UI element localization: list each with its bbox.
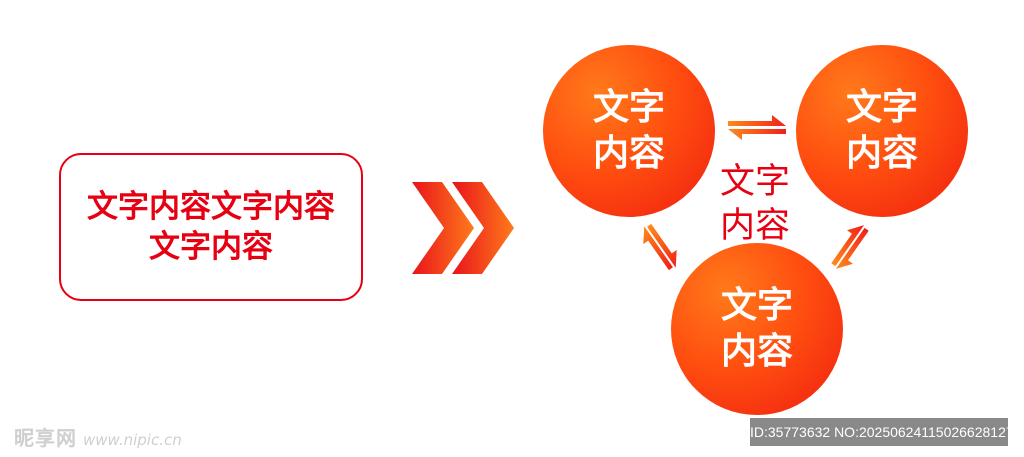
circle-label-line-2: 内容: [720, 331, 793, 372]
circle-label-line-2: 内容: [592, 133, 665, 174]
circle-label-line-1: 文字: [592, 87, 665, 128]
watermark-brand: 昵享网 www.nipic.cn: [14, 422, 182, 451]
watermark-url: www.nipic.cn: [83, 431, 182, 449]
circle-node-bottom: 文字 内容: [671, 243, 843, 415]
source-text-line-2: 文字内容: [149, 229, 273, 265]
circle-node-top-left: 文字 内容: [543, 45, 715, 217]
double-chevron-right-icon: [412, 182, 514, 274]
watermark-brand-name: 昵享网: [14, 426, 77, 450]
circle-node-top-right: 文字 内容: [796, 45, 968, 217]
center-label-line-2: 内容: [719, 206, 790, 246]
center-label-line-1: 文字: [719, 162, 790, 202]
circle-label-line-1: 文字: [720, 285, 793, 326]
source-text-line-1: 文字内容文字内容: [87, 189, 335, 225]
exchange-arrows-top-icon: [728, 115, 786, 140]
exchange-arrows-left-icon: [643, 223, 677, 271]
center-label: 文字 内容: [712, 160, 798, 248]
circle-label-line-2: 内容: [845, 133, 918, 174]
exchange-arrows-right-icon: [831, 225, 869, 269]
circle-label-line-1: 文字: [845, 87, 918, 128]
source-text-box: 文字内容文字内容 文字内容: [59, 153, 363, 301]
watermark-id-bar: ID:35773632 NO:20250624115026628127: [750, 418, 1014, 446]
